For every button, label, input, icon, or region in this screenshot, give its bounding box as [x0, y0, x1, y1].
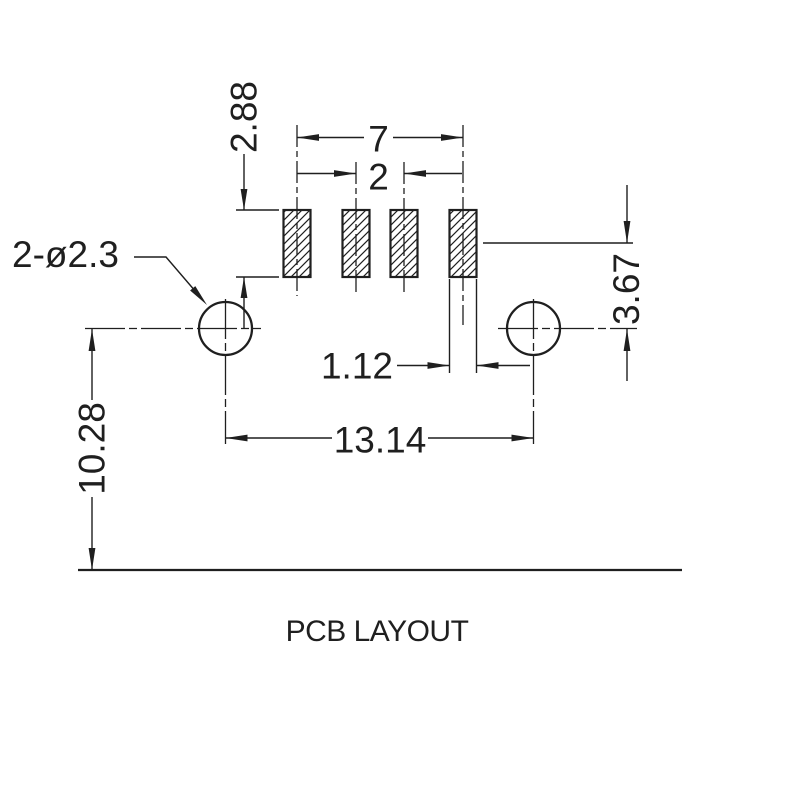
arrowhead-left-icon — [404, 170, 426, 177]
solder-pads — [282, 208, 478, 279]
dim-hole-to-board-edge: 10.28 — [72, 329, 113, 570]
dim-pad-span: 7 — [297, 119, 463, 160]
dim-pad-length: 2.88 — [224, 81, 279, 329]
arrowhead-down-icon — [240, 189, 248, 210]
mounting-hole-left — [85, 299, 261, 444]
leader-line — [134, 256, 194, 289]
dim-pad-length-text: 2.88 — [224, 81, 265, 153]
arrowhead-down-icon — [623, 221, 631, 243]
dim-pad-pitch-text: 2 — [368, 157, 389, 198]
mounting-hole-right — [498, 299, 637, 444]
arrowhead-right-icon — [441, 134, 463, 141]
arrowhead-left-icon — [476, 362, 499, 369]
drawing-title: PCB LAYOUT — [286, 615, 469, 648]
arrowhead-left-icon — [225, 434, 248, 442]
arrowhead-up-icon — [88, 329, 96, 351]
leader-arrowhead-icon — [190, 286, 207, 305]
arrowhead-right-icon — [334, 170, 356, 177]
arrowhead-up-icon — [240, 277, 248, 298]
hole-callout-text: 2-ø2.3 — [12, 234, 119, 275]
arrowhead-right-icon — [511, 434, 534, 442]
hole-callout: 2-ø2.3 — [12, 234, 207, 305]
arrowhead-left-icon — [297, 134, 319, 141]
arrowhead-up-icon — [623, 329, 631, 351]
pad-centerlines — [296, 125, 464, 325]
dim-pad-span-text: 7 — [368, 119, 389, 160]
dim-pad-width: 1.12 — [321, 279, 530, 387]
dim-pad-to-hole-offset: 3.67 — [483, 185, 647, 381]
dim-hole-to-board-edge-text: 10.28 — [72, 402, 113, 495]
dim-hole-pitch-text: 13.14 — [334, 420, 427, 461]
dim-pad-width-text: 1.12 — [321, 346, 393, 387]
dim-hole-pitch: 13.14 — [225, 420, 534, 461]
arrowhead-right-icon — [427, 362, 450, 369]
dim-pad-pitch: 2 — [297, 157, 462, 198]
arrowhead-down-icon — [88, 548, 96, 570]
dim-pad-to-hole-offset-text: 3.67 — [606, 253, 647, 325]
